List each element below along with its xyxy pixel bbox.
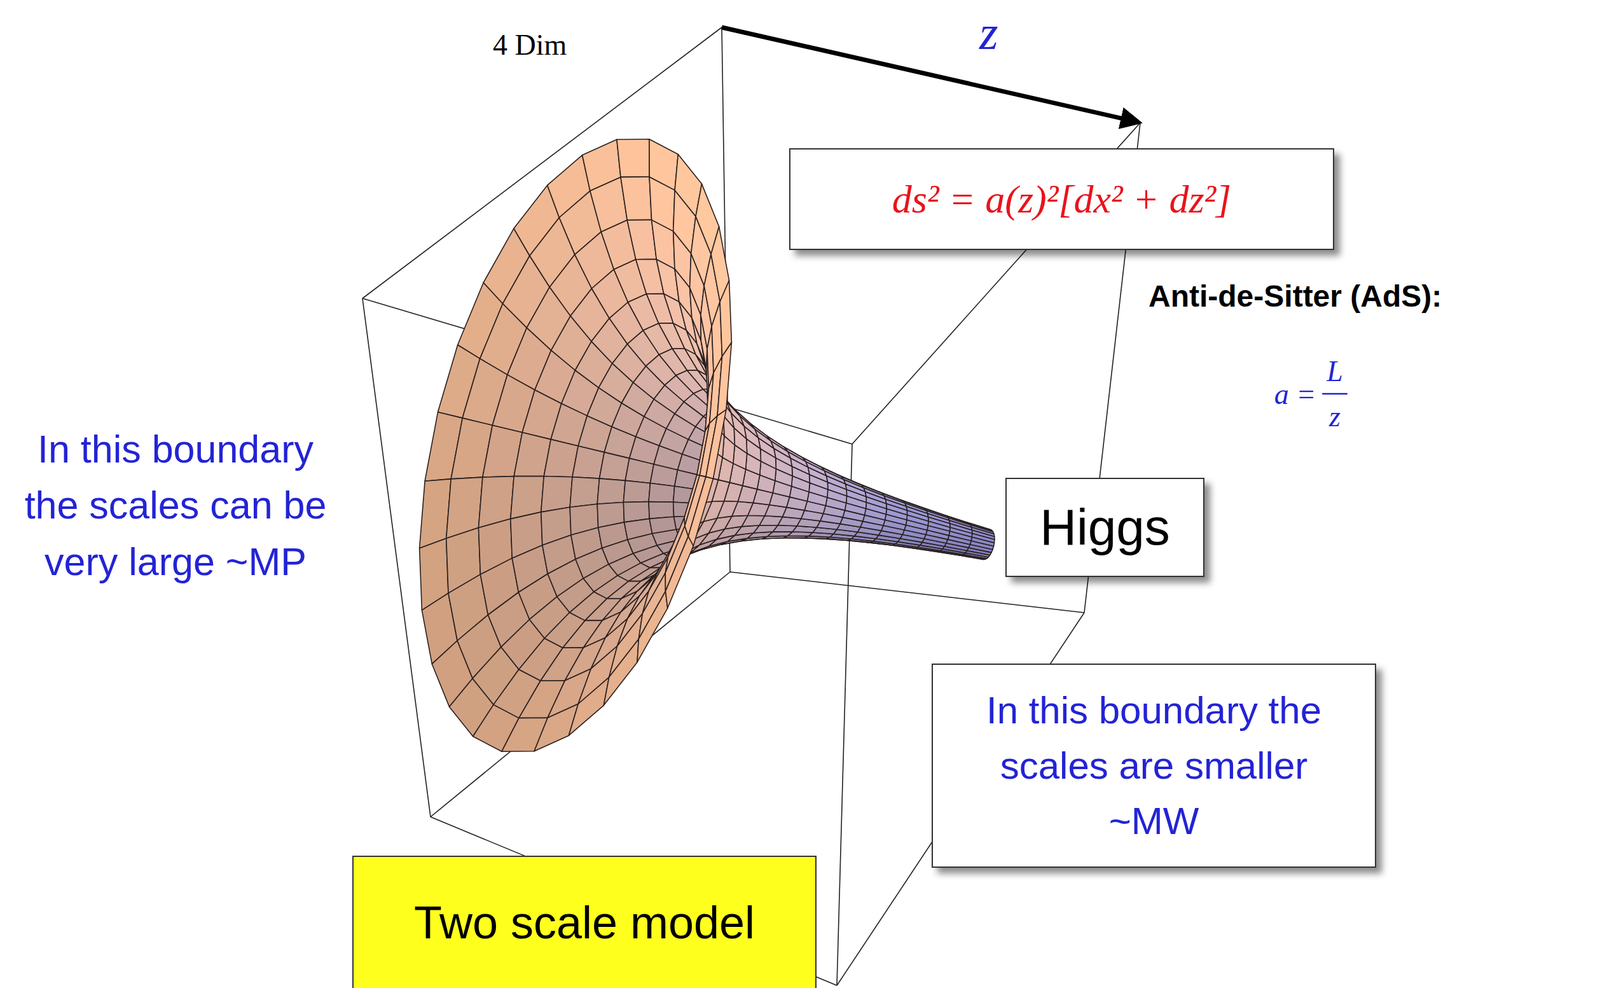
z-axis-arrow [721, 27, 1139, 123]
node-text: Two scale model [413, 896, 755, 949]
boundary-note: In this boundary the scales can be very … [10, 420, 341, 590]
equation-box: ds² = a(z)²[dx² + dz²] [789, 148, 1335, 250]
node-text: Higgs [1039, 497, 1171, 557]
formula-denominator: z [1329, 399, 1341, 434]
node-text: ds² = a(z)²[dx² + dz²] [892, 176, 1232, 222]
ads-heading: Anti-de-Sitter (AdS): [1148, 278, 1442, 314]
node-text: In this boundary the scales are smaller … [976, 682, 1333, 849]
fraction-bar [1322, 393, 1348, 395]
title-box: Two scale model [352, 855, 817, 988]
formula-numerator: L [1326, 354, 1344, 388]
boundary-note-box: In this boundary the scales are smaller … [931, 663, 1377, 868]
axis-label: z [979, 5, 999, 61]
higgs-box: Higgs [1005, 477, 1205, 577]
formula-part: a = [1274, 377, 1317, 411]
dimension-label: 4 Dim [492, 27, 567, 62]
